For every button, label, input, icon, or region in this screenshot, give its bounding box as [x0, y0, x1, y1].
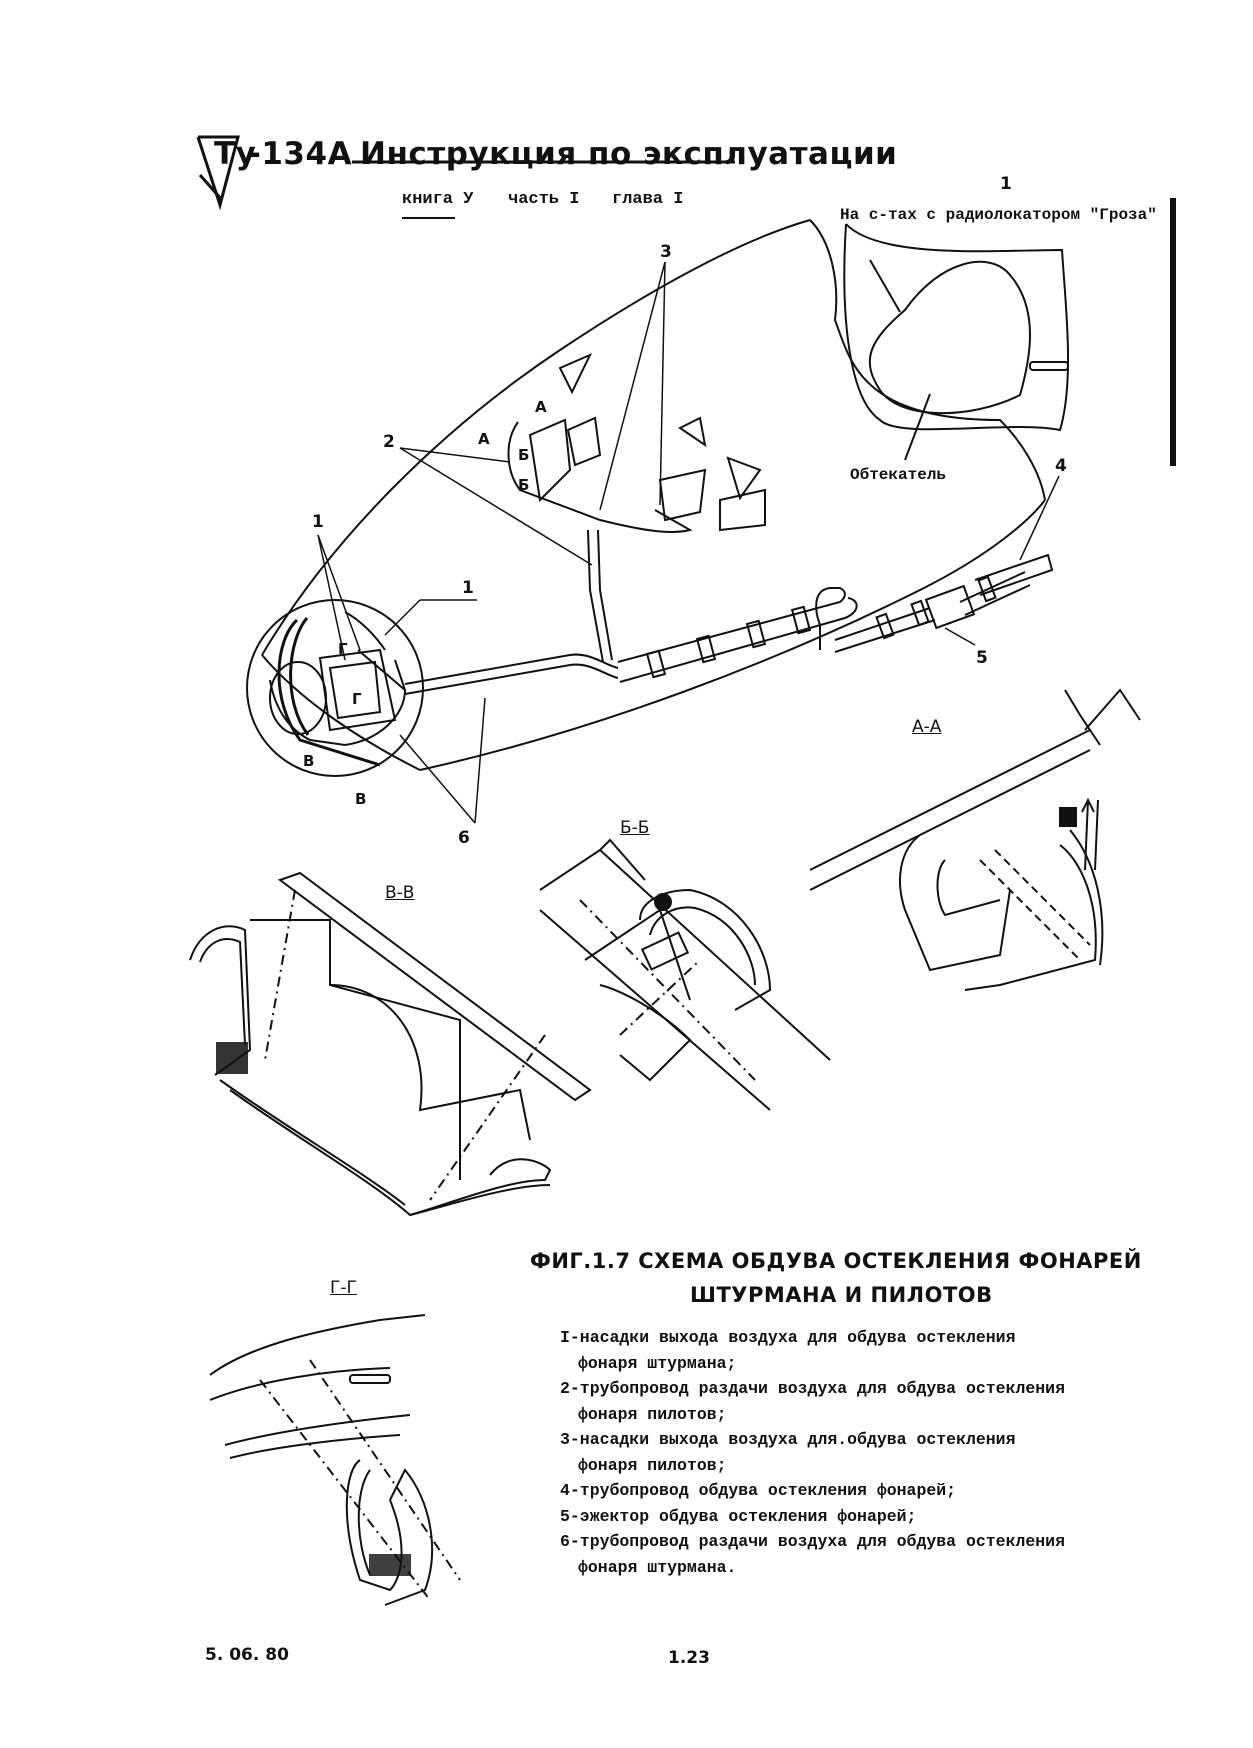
aircraft-model: -134А [248, 136, 353, 172]
callout-4: 4 [1055, 456, 1067, 476]
section-v-v-drawing [189, 871, 592, 1217]
legend-item-1-cont: фонаря штурмана; [578, 1353, 737, 1373]
tupolev-logo [196, 135, 735, 211]
radar-note: На с-тах с радиолокатором "Гроза" [840, 206, 1157, 224]
change-bar [1170, 198, 1176, 466]
document-title: Инструкция по эксплуатации [360, 136, 898, 172]
legend-list: I-насадки выхода воздуха для обдува осте… [560, 1325, 1065, 1580]
mark-g-2: Г [352, 690, 362, 708]
callout-1-radar: 1 [1000, 174, 1012, 194]
legend-item-5: 5-эжектор обдува остекления фонарей; [560, 1506, 917, 1526]
legend-item-2: 2-трубопровод раздачи воздуха для обдува… [560, 1379, 1065, 1398]
fairing-label: Обтекатель [850, 466, 947, 484]
section-g-g-drawing [209, 1314, 461, 1606]
mark-a-1: А [478, 430, 490, 448]
mark-v-1: В [303, 752, 315, 770]
section-b-b-drawing [539, 838, 831, 1111]
section-v-v-label: В-В [385, 883, 415, 903]
section-a-a-label: А-А [912, 717, 942, 737]
mark-a-2: А [535, 398, 547, 416]
figure-caption-line1: ФИГ.1.7 СХЕМА ОБДУВА ОСТЕКЛЕНИЯ ФОНАРЕЙ [530, 1249, 1142, 1273]
legend-item-3: 3-насадки выхода воздуха для.обдува осте… [560, 1430, 1016, 1449]
figure-caption-line2: ШТУРМАНА И ПИЛОТОВ [690, 1283, 993, 1307]
mark-b-2: Б [518, 476, 530, 494]
callout-6: 6 [458, 828, 470, 848]
legend-item-6: 6-трубопровод раздачи воздуха для обдува… [560, 1532, 1065, 1551]
section-a-a-drawing [809, 688, 1141, 991]
mark-b-1: Б [518, 446, 530, 464]
fuselage-nose [261, 219, 1070, 771]
page-number: 1.23 [668, 1648, 710, 1668]
callout-5: 5 [976, 648, 988, 668]
part-label: часть I [508, 190, 580, 209]
callout-1-nozzles: 1 [312, 512, 324, 532]
mark-g-1: Г [338, 640, 348, 658]
footer-date: 5. 06. 80 [205, 1645, 289, 1665]
section-g-g-label: Г-Г [330, 1278, 357, 1298]
callout-leaders [317, 261, 1060, 824]
cockpit-windows [507, 353, 766, 533]
legend-item-6-cont: фонаря штурмана. [578, 1557, 737, 1577]
section-b-b-label: Б-Б [620, 818, 650, 838]
nose-detail-circle [246, 599, 424, 777]
logo-text: Ту [214, 136, 257, 172]
mark-v-2: В [355, 790, 367, 808]
chapter-label: глава I [612, 190, 684, 209]
legend-item-2-cont: фонаря пилотов; [578, 1404, 727, 1424]
callout-2: 2 [383, 432, 395, 452]
book-label: книга У [402, 190, 474, 209]
legend-item-1: I-насадки выхода воздуха для обдува осте… [560, 1328, 1016, 1347]
legend-item-3-cont: фонаря пилотов; [578, 1455, 727, 1475]
callout-3: 3 [660, 242, 672, 262]
legend-item-4: 4-трубопровод обдува остекления фонарей; [560, 1481, 957, 1500]
callout-1-circle: 1 [462, 578, 474, 598]
air-pipes [404, 529, 1054, 695]
